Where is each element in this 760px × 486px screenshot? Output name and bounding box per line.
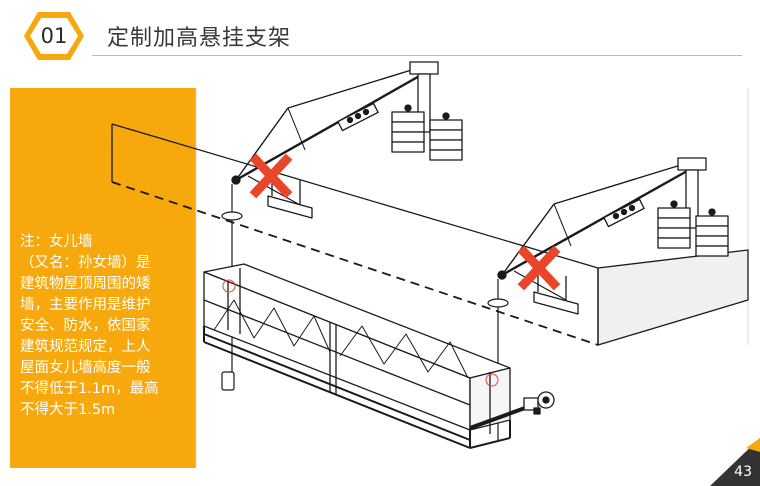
- note-text: 注：女儿墙 （又名：孙女墙）是 建筑物屋顶周围的矮 墙，主要作用是维护 安全、防…: [20, 232, 192, 421]
- note-line: 墙，主要作用是维护: [20, 297, 151, 313]
- note-panel: [10, 88, 196, 468]
- page-number: 43: [734, 464, 752, 480]
- section-number: 01: [40, 24, 68, 48]
- left-counterweights: [391, 104, 463, 161]
- left-outrigger: [231, 61, 439, 219]
- note-line: （又名：孙女墙）是: [20, 255, 151, 271]
- note-line: 不得低于1.1m，最高: [20, 381, 159, 397]
- right-counterweights: [657, 200, 729, 257]
- title-bar: 01 定制加高悬挂支架: [0, 0, 760, 62]
- page-corner: [710, 438, 760, 486]
- note-line: 不得大于1.5m: [20, 402, 116, 418]
- red-x-icon: [249, 153, 293, 199]
- hexagon-badge-icon: [24, 12, 84, 60]
- building-roof: [111, 88, 749, 468]
- note-line: 注：女儿墙: [20, 234, 93, 250]
- note-line: 建筑物屋顶周围的矮: [20, 276, 151, 292]
- work-platform: [203, 263, 511, 449]
- note-line: 安全、防水，依国家: [20, 318, 151, 334]
- title-divider: [92, 55, 742, 56]
- page-title: 定制加高悬挂支架: [107, 26, 292, 51]
- note-line: 屋面女儿墙高度一般: [20, 360, 151, 376]
- note-line: 建筑规范规定，上人: [20, 339, 151, 355]
- suspension-wires: [221, 184, 509, 440]
- red-x-icon: [517, 245, 561, 291]
- winch-assembly: [469, 391, 555, 430]
